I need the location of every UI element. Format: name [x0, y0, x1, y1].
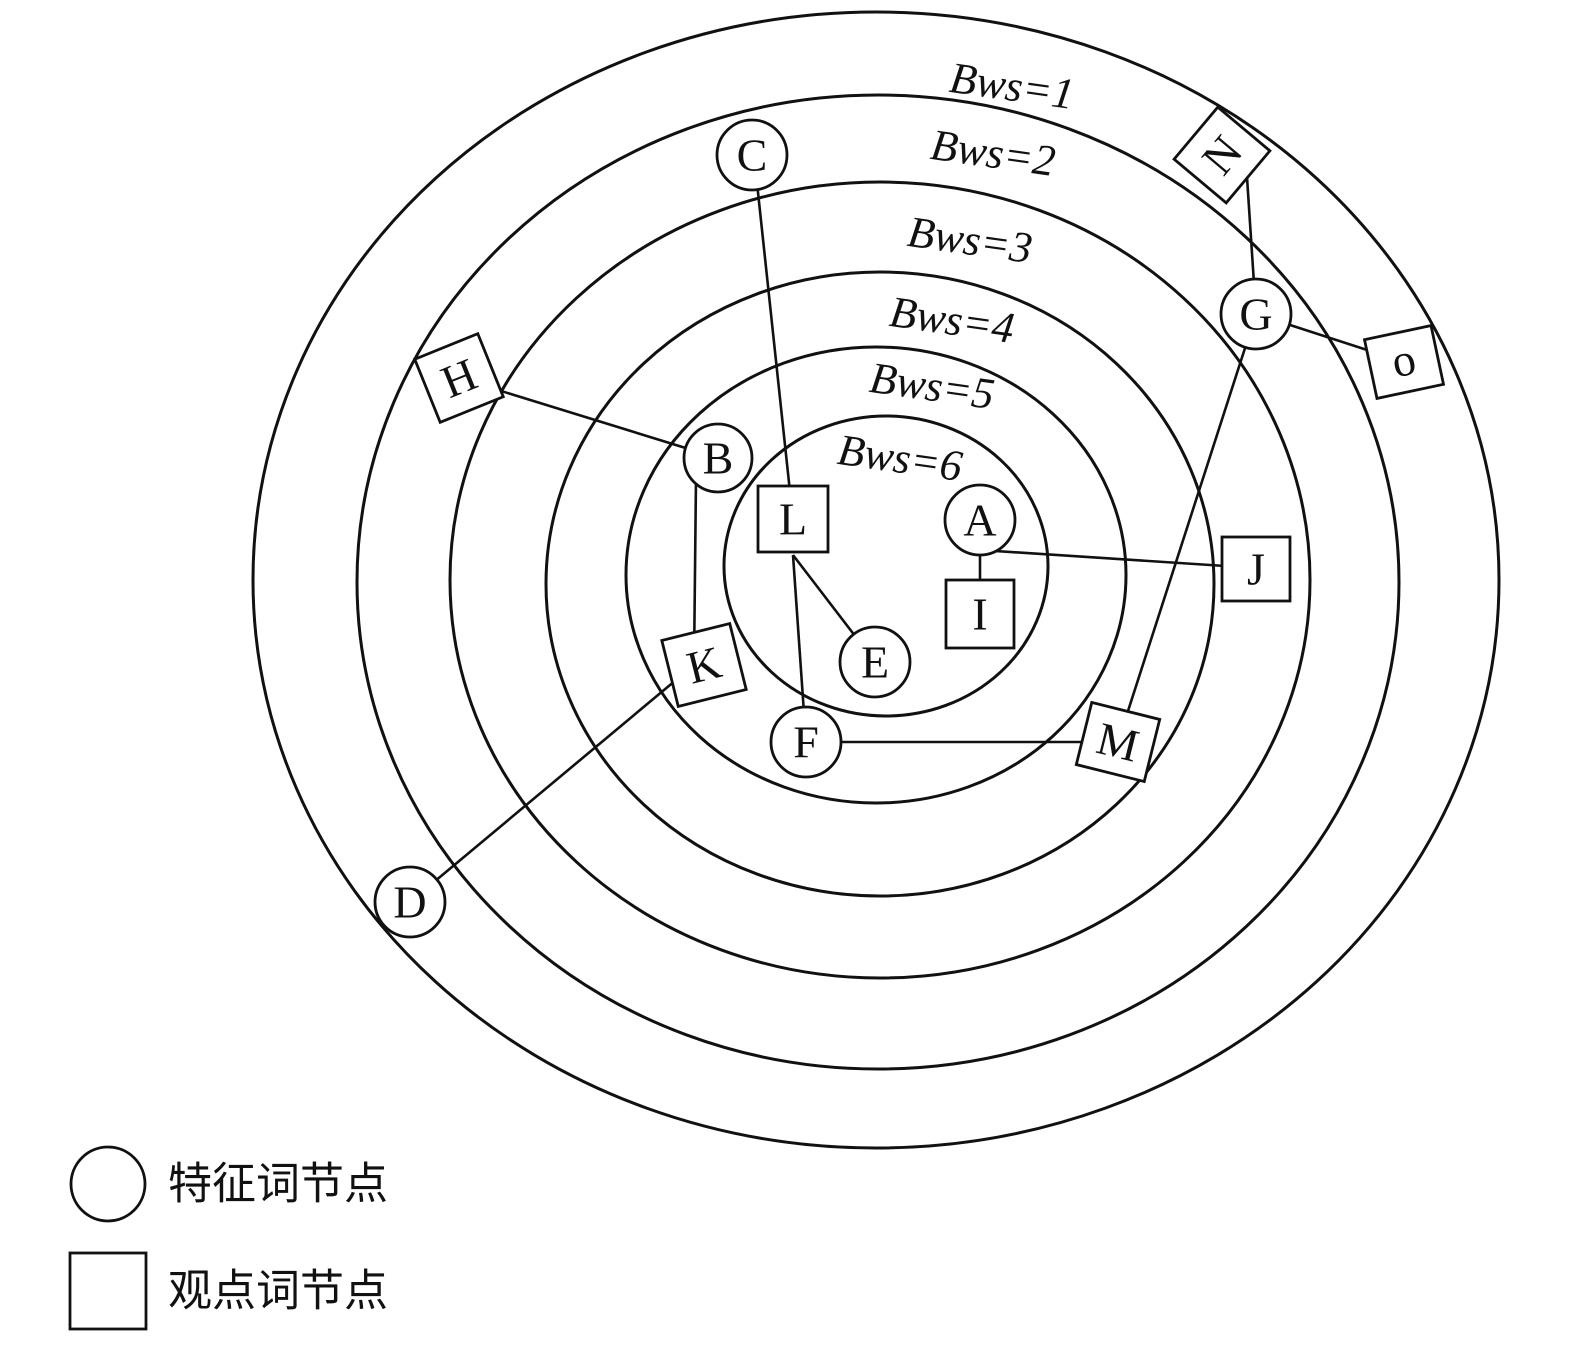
- ring-label-bws-1: Bws=1: [947, 53, 1078, 119]
- legend-opinion-label: 观点词节点: [168, 1266, 388, 1317]
- node-n: N: [1172, 105, 1272, 205]
- ring-bws-2: [355, 93, 1401, 1071]
- node-i-label: I: [972, 589, 987, 640]
- ring-bws-5: [624, 345, 1128, 805]
- node-o: o: [1362, 323, 1446, 401]
- node-f: F: [769, 705, 843, 779]
- node-m: M: [1074, 700, 1162, 784]
- node-h: H: [412, 331, 506, 425]
- node-c-label: C: [737, 130, 768, 181]
- ring-bws-6: [722, 414, 1050, 718]
- legend-feature: 特征词节点: [69, 1145, 388, 1223]
- node-b-label: B: [703, 433, 734, 484]
- legend: 特征词节点 观点词节点: [68, 1145, 388, 1331]
- node-c: C: [715, 118, 789, 192]
- legend-opinion-symbol: [68, 1251, 148, 1331]
- node-d-label: D: [393, 877, 426, 928]
- edge-c-l: [752, 154, 795, 521]
- ring-label-bws-6: Bws=6: [835, 425, 966, 491]
- node-b: B: [682, 422, 754, 494]
- rings: [251, 10, 1501, 1150]
- node-k: K: [660, 621, 748, 709]
- legend-opinion: 观点词节点: [68, 1251, 388, 1331]
- node-j: J: [1220, 535, 1292, 603]
- node-g-label: G: [1239, 289, 1272, 340]
- ring-label-bws-4: Bws=4: [887, 287, 1018, 353]
- node-e: E: [838, 625, 912, 699]
- legend-feature-symbol: [69, 1145, 147, 1223]
- node-e-label: E: [861, 637, 889, 688]
- node-j-label: J: [1247, 544, 1265, 595]
- node-f-label: F: [793, 717, 819, 768]
- edge-m-g: [1116, 313, 1258, 743]
- node-g: G: [1219, 277, 1293, 351]
- ring-bws-1: [251, 10, 1501, 1150]
- edges: [409, 154, 1405, 903]
- node-a-label: A: [963, 495, 996, 546]
- node-i: I: [944, 578, 1016, 650]
- ring-bws-3: [448, 180, 1312, 980]
- feature-nodes: C G B A E F D: [373, 118, 1293, 939]
- legend-feature-label: 特征词节点: [168, 1159, 388, 1210]
- ring-label-bws-5: Bws=5: [867, 353, 998, 419]
- node-d: D: [373, 865, 447, 939]
- ring-label-bws-2: Bws=2: [928, 120, 1059, 186]
- edge-k-d: [409, 664, 695, 903]
- node-l: L: [756, 484, 830, 554]
- ring-label-bws-3: Bws=3: [905, 207, 1036, 273]
- opinion-nodes: N o H L I J K M: [412, 105, 1446, 784]
- node-l-label: L: [779, 494, 807, 545]
- ring-bws-4: [544, 270, 1216, 898]
- edge-a-j: [979, 548, 1257, 570]
- node-a: A: [943, 483, 1017, 557]
